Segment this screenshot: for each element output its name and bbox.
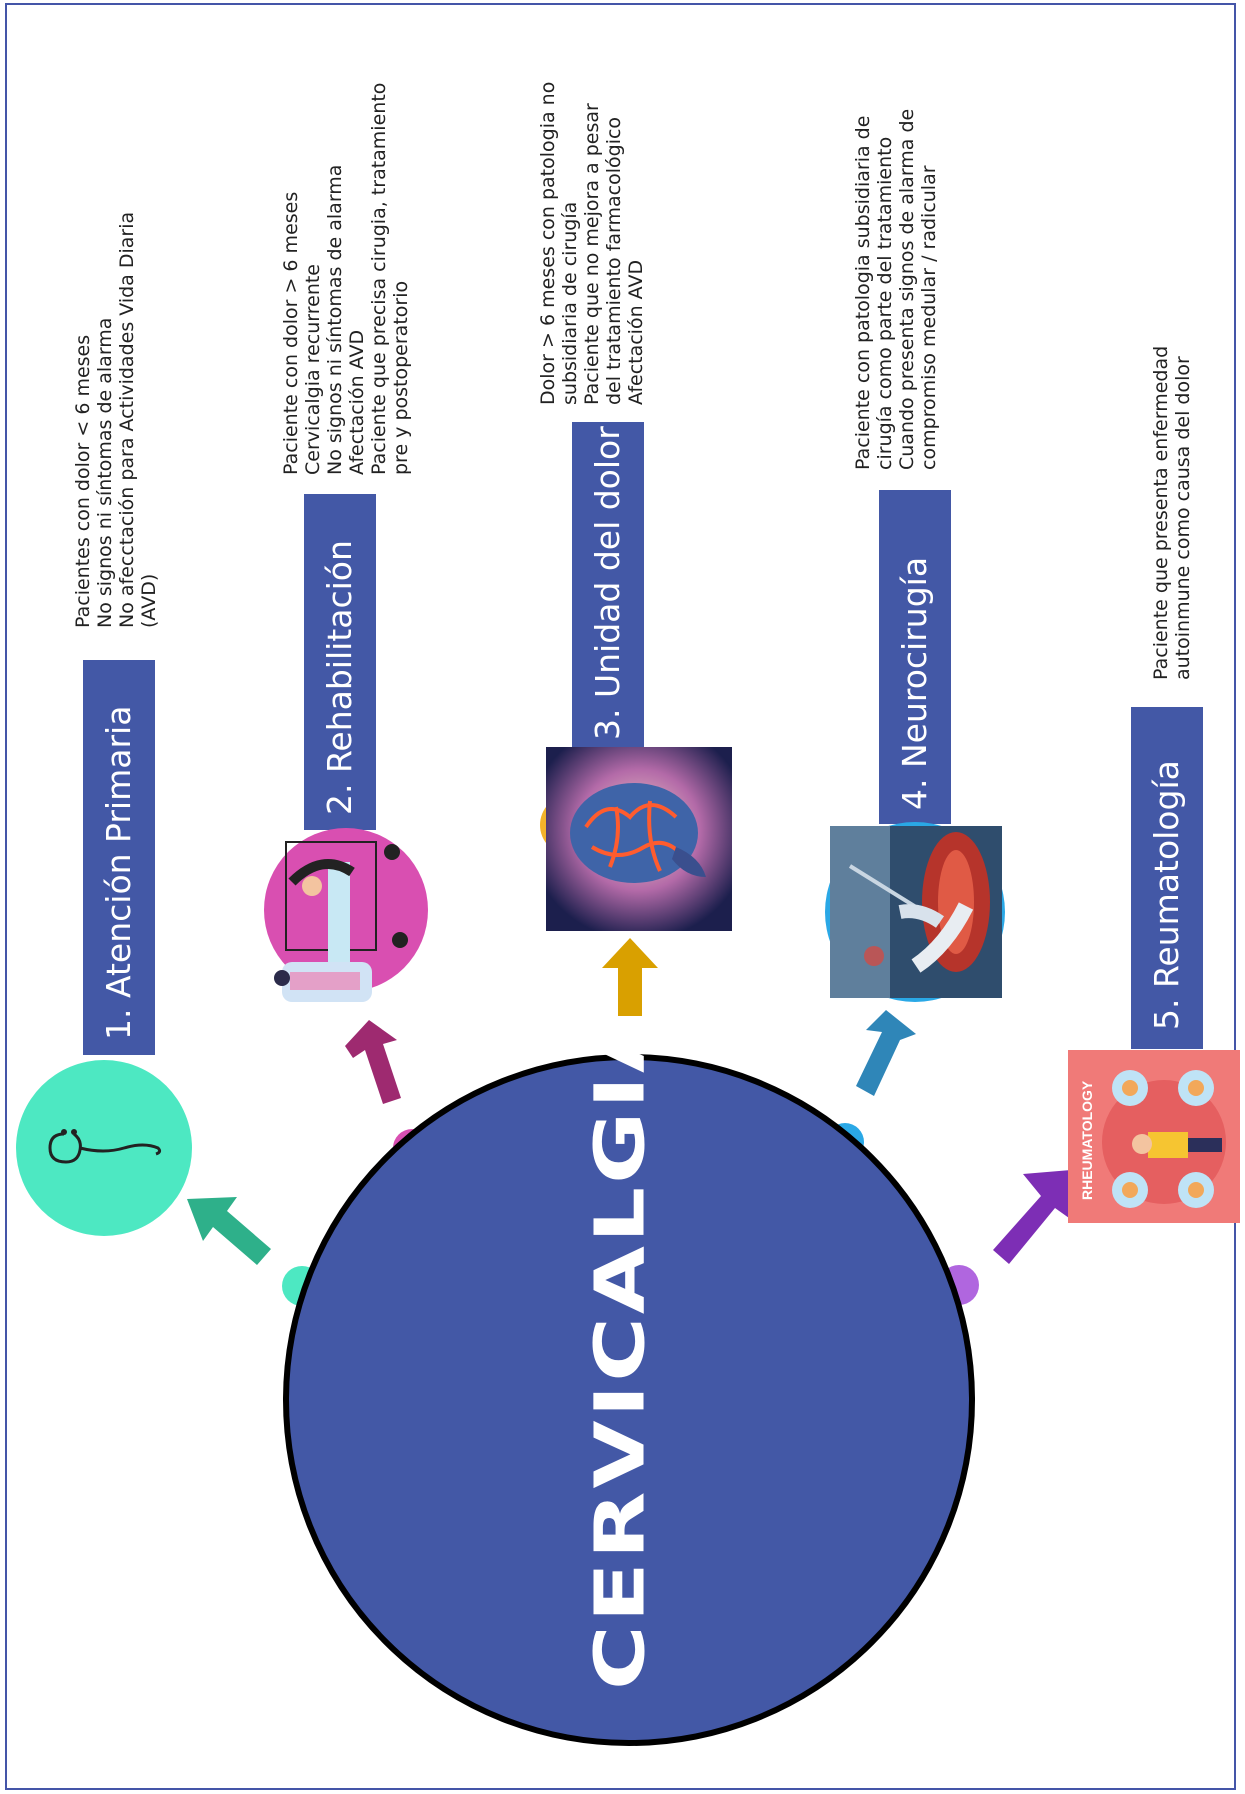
bar-pain-unit	[572, 422, 644, 754]
criteria-item: Cervicalgia recurrente	[302, 264, 324, 475]
bar-neurosurgery	[879, 490, 951, 824]
primary-care-circle	[16, 1060, 192, 1236]
criteria-item: No afecctación para Actividades Vida Dia…	[116, 211, 160, 628]
diagram-title: CERVICALGIA	[579, 1001, 660, 1690]
stethoscope-icon	[48, 1129, 162, 1164]
bar-primary-care	[83, 660, 155, 1055]
criteria-item: Afectación AVD	[346, 329, 368, 475]
rheumatology-image: RHEUMATOLOGY	[1068, 1050, 1240, 1223]
criteria-item: Paciente con patologia subsidiaria de ci…	[852, 115, 896, 470]
criteria-item: Pacientes con dolor < 6 meses	[72, 334, 94, 628]
label-primary-care: 1. Atención Primaria	[99, 705, 138, 1040]
criteria-item: Paciente con dolor > 6 meses	[280, 191, 302, 475]
label-neurosurgery: 4. Neurocirugía	[895, 556, 934, 810]
criteria-item: No signos ni síntomas de alarma	[94, 317, 116, 628]
surgery-image	[830, 826, 1002, 998]
rehabilitation-illustration	[252, 822, 432, 1012]
criteria-item: Cuando presenta signos de alarma de comp…	[896, 108, 940, 470]
criteria-item: Paciente que no mejora a pesar del trata…	[581, 103, 647, 405]
arrow-rheumatology	[993, 1170, 1071, 1264]
criteria-rehabilitation: Paciente con dolor > 6 meses Cervicalgia…	[280, 55, 412, 475]
label-rheumatology: 5. Reumatología	[1147, 760, 1186, 1030]
label-rehabilitation: 2. Rehabilitación	[320, 540, 359, 815]
criteria-primary-care: Pacientes con dolor < 6 meses No signos …	[72, 158, 160, 628]
arrow-pain-unit	[602, 938, 658, 1016]
label-pain-unit: 3. Unidad del dolor	[588, 426, 627, 740]
brain-image	[546, 747, 732, 931]
arrow-neurosurgery	[856, 1010, 916, 1096]
arrow-primary-care	[187, 1197, 271, 1265]
criteria-neurosurgery: Paciente con patologia subsidiaria de ci…	[852, 80, 940, 470]
bar-rheumatology	[1131, 707, 1203, 1049]
criteria-pain-unit: Dolor > 6 meses con patologia no subsidi…	[537, 75, 647, 405]
criteria-item: Paciente que precisa cirugia, tratamient…	[368, 82, 412, 475]
criteria-item: No signos ni síntomas de alarma	[324, 164, 346, 475]
arrow-rehabilitation	[345, 1020, 401, 1104]
bar-rehabilitation	[304, 494, 376, 830]
rheumatology-image-text: RHEUMATOLOGY	[1079, 1080, 1095, 1200]
criteria-item: Paciente que presenta enfermedad autoinm…	[1150, 345, 1194, 680]
central-circle	[283, 1054, 975, 1746]
page-frame	[5, 3, 1236, 1790]
criteria-rheumatology: Paciente que presenta enfermedad autoinm…	[1150, 260, 1194, 680]
criteria-item: Dolor > 6 meses con patologia no subsidi…	[537, 81, 581, 405]
